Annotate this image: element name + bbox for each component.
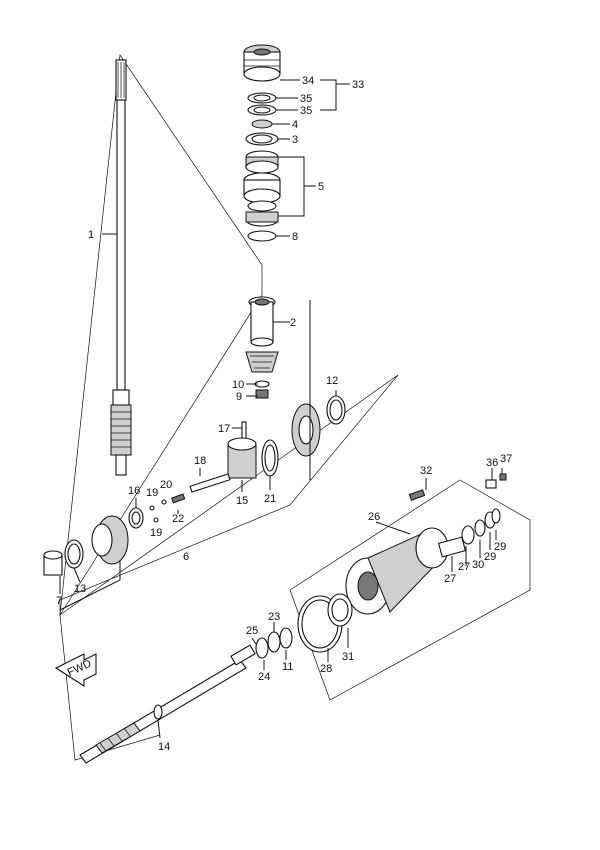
label-32: 32 xyxy=(420,465,432,477)
label-16: 16 xyxy=(128,485,140,497)
label-14: 14 xyxy=(158,741,170,753)
label-27-right: 27 xyxy=(458,561,470,573)
label-24: 24 xyxy=(258,671,270,683)
clutch-assembly xyxy=(149,421,279,523)
label-17: 17 xyxy=(218,423,230,435)
part-number-labels: 1 2 3 4 5 6 7 8 9 10 11 12 13 14 15 16 1… xyxy=(56,75,512,753)
upper-gear-group-outline xyxy=(59,54,263,616)
label-3: 3 xyxy=(292,134,298,146)
label-1: 1 xyxy=(88,229,94,241)
label-7: 7 xyxy=(56,595,62,607)
label-11: 11 xyxy=(282,661,293,673)
label-29-left: 29 xyxy=(484,551,496,563)
label-12: 12 xyxy=(326,375,338,387)
label-15: 15 xyxy=(236,495,248,507)
label-19-top: 19 xyxy=(146,487,158,499)
label-23: 23 xyxy=(268,611,280,623)
leader-lines xyxy=(59,79,503,739)
bearing-housing xyxy=(297,473,507,653)
label-22: 22 xyxy=(172,513,184,525)
label-30: 30 xyxy=(472,559,484,571)
label-31: 31 xyxy=(342,651,354,663)
drive-shaft xyxy=(110,59,132,476)
label-29-right: 29 xyxy=(494,541,506,553)
label-35-bottom: 35 xyxy=(300,105,312,117)
label-36: 36 xyxy=(486,457,498,469)
label-33: 33 xyxy=(352,79,364,91)
forward-direction-arrow: FWD xyxy=(54,653,97,688)
label-20: 20 xyxy=(160,479,172,491)
propeller-shaft xyxy=(79,627,293,764)
label-21: 21 xyxy=(264,493,276,505)
pinion-gear xyxy=(245,351,279,399)
drive-shaft-sleeve xyxy=(248,296,276,347)
upper-bearing-stack xyxy=(243,44,281,242)
label-6: 6 xyxy=(183,551,189,563)
label-37: 37 xyxy=(500,453,512,465)
reverse-gear xyxy=(43,507,144,576)
label-8: 8 xyxy=(292,231,298,243)
label-34: 34 xyxy=(302,75,314,87)
label-2: 2 xyxy=(290,317,296,329)
label-5: 5 xyxy=(318,181,324,193)
forward-gear xyxy=(291,395,346,457)
label-26: 26 xyxy=(368,511,380,523)
label-27-left: 27 xyxy=(444,573,456,585)
label-13: 13 xyxy=(74,583,86,595)
label-4: 4 xyxy=(292,119,298,131)
label-9: 9 xyxy=(236,391,242,403)
label-28: 28 xyxy=(320,663,332,675)
bearing-housing-group-outline xyxy=(289,479,531,701)
label-10: 10 xyxy=(232,379,244,391)
label-18: 18 xyxy=(194,455,206,467)
label-19-bottom: 19 xyxy=(150,527,162,539)
label-35-top: 35 xyxy=(300,93,312,105)
label-25: 25 xyxy=(246,625,258,637)
